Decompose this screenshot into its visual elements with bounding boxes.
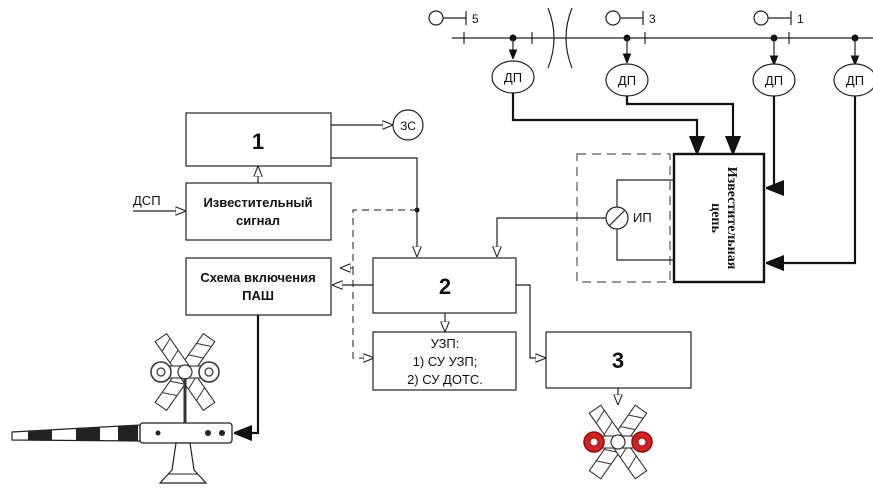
detector-4: ДП [833,63,873,97]
detector-2: ДП [605,63,649,97]
block-3 [545,331,692,389]
barrier-scheme-line2: ПАШ [242,288,274,303]
barrier-scheme-line1: Схема включения [200,270,315,285]
section-signal-5: 5 [428,10,479,26]
track-line [452,7,873,69]
notification-circuit-label: Известительная цепь [708,167,739,270]
notification-circuit-block [672,152,766,284]
zs-label: ЗС [400,119,416,133]
block2-to-block3-wire [516,284,545,358]
detector-1: ДП [491,60,535,94]
notification-signal-line2: сигнал [236,213,280,228]
notification-circuit-label-2: цепь [708,203,723,233]
uzp-line3: 2) СУ ДОТС. [407,372,483,387]
barrier-scheme-block [185,257,332,316]
detector-label: ДП [618,73,636,88]
block-3-number: 3 [612,348,624,373]
uzp-block [372,331,517,391]
block1-to-block2-wire [331,157,417,256]
detector-label: ДП [846,73,864,88]
section-label-1: 1 [797,12,804,26]
detector-3: ДП [752,63,796,97]
uzp-line2: 1) СУ УЗП; [413,354,478,369]
uzp-line1: УЗП: [431,336,460,351]
notification-signal-block [185,182,332,241]
detector-taps [510,34,859,65]
detector-wires [511,93,857,263]
barrier-arm-icon [11,422,233,484]
barrier-drive-wire [236,315,260,433]
notification-circuit-label-1: Известительная [724,167,739,270]
block-1-number: 1 [252,129,264,154]
crossing-signal-left-icon [150,332,220,432]
block-2-number: 2 [439,274,451,299]
indicator-lamp: ИП [605,179,674,261]
section-label-5: 5 [472,12,479,26]
indicator-to-block2-wire [497,217,606,256]
section-signal-1: 1 [753,10,804,26]
crossing-signal-red-icon [583,404,653,480]
dsp-label: ДСП [133,193,161,208]
indicator-label: ИП [633,210,652,225]
section-label-3: 3 [649,12,656,26]
notification-signal-line1: Известительный [203,195,312,210]
zs-signal [392,109,424,141]
detector-label: ДП [765,73,783,88]
dashed-to-uzp [352,268,370,359]
detector-label: ДП [504,70,522,85]
section-signal-3: 3 [605,10,656,26]
dashed-feed [352,209,417,268]
